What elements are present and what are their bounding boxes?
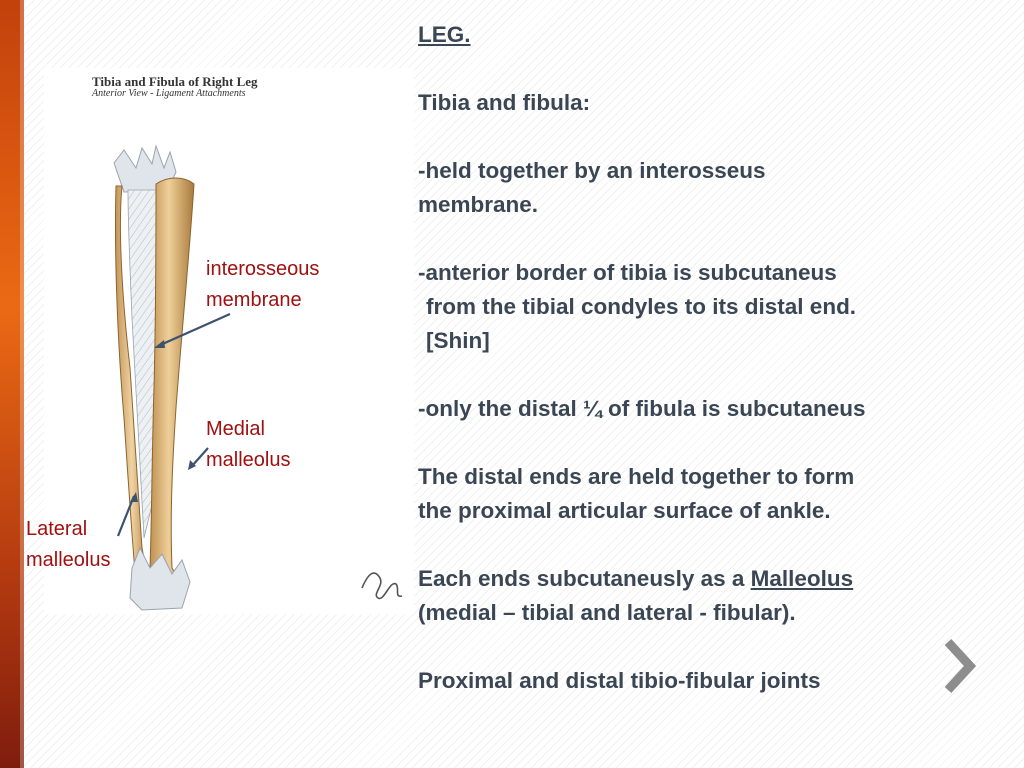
para-distal-ends: The distal ends are held together to for… xyxy=(418,464,855,523)
label-interosseous-membrane: interosseous membrane xyxy=(206,258,320,311)
chevron-right-icon[interactable] xyxy=(938,636,978,696)
para-joints: Proximal and distal tibio-fibular joints xyxy=(418,668,821,693)
label-medial-malleolus: Medial malleolus xyxy=(206,418,291,471)
distal-ligaments xyxy=(129,546,191,611)
arrow-medial xyxy=(191,447,209,467)
para-anterior-border: -anterior border of tibia is subcutaneus… xyxy=(418,260,857,353)
leg-figure: Tibia and Fibula of Right Leg Anterior V… xyxy=(44,68,414,614)
tibia xyxy=(147,177,195,595)
label-lateral-malleolus: Lateral malleolus xyxy=(26,518,111,571)
para-malleolus: Each ends subcutaneusly as a Malleolus (… xyxy=(418,566,854,625)
netter-signature-mark xyxy=(361,572,403,600)
tibia-fibula-illustration xyxy=(113,144,403,611)
slide-heading: LEG. xyxy=(418,22,471,47)
malleolus-link[interactable]: Malleolus xyxy=(750,566,854,591)
figure-subtitle: Anterior View - Ligament Attachments xyxy=(92,88,246,99)
para-interosseus: -held together by an interosseus membran… xyxy=(418,158,766,217)
figure-title: Tibia and Fibula of Right Leg xyxy=(92,74,258,89)
arrow-interosseous xyxy=(157,312,231,348)
sidebar-accent xyxy=(0,0,24,768)
arrow-lateral xyxy=(116,495,136,537)
para-distal-fibula: -only the distal ¼ of fibula is subcutan… xyxy=(418,396,866,421)
slide-text: LEG. Tibia and fibula: -held together by… xyxy=(418,18,1008,698)
para-tibia-fibula: Tibia and fibula: xyxy=(418,90,591,115)
